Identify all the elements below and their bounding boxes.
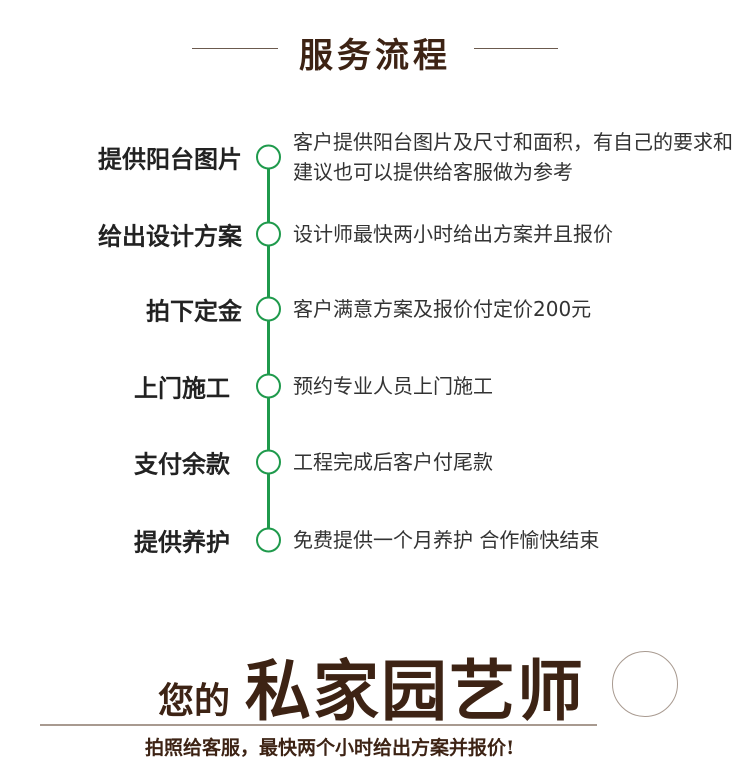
step-description: 客户提供阳台图片及尺寸和面积，有自己的要求和建议也可以提供给客服做为参考	[293, 130, 733, 184]
step-description: 客户满意方案及报价付定价200元	[293, 297, 592, 321]
step-description: 设计师最快两小时给出方案并且报价	[293, 222, 613, 246]
step-description: 免费提供一个月养护 合作愉快结束	[293, 528, 600, 552]
footer-divider	[40, 724, 597, 726]
step-circle-icon	[256, 527, 281, 553]
page-title: 服务流程	[299, 36, 451, 76]
step-circle-icon	[256, 296, 281, 322]
step-circle-icon	[256, 221, 281, 247]
step-description: 工程完成后客户付尾款	[293, 450, 493, 474]
step-circle-icon	[256, 373, 281, 399]
footer-subtitle: 拍照给客服，最快两个小时给出方案并报价!	[145, 737, 515, 759]
title-divider-left	[192, 48, 278, 49]
step-label: 提供阳台图片	[98, 145, 242, 174]
title-divider-right	[474, 48, 558, 49]
step-label: 支付余款	[134, 450, 230, 479]
footer-headline: 私家园艺师	[245, 652, 585, 730]
step-circle-icon	[256, 449, 281, 475]
footer-prefix: 您的	[158, 680, 231, 722]
step-label: 给出设计方案	[98, 222, 242, 251]
decorative-circle-icon	[612, 651, 678, 717]
timeline-line	[267, 157, 270, 540]
step-label: 提供养护	[134, 528, 230, 557]
step-label: 上门施工	[134, 374, 230, 403]
step-description: 预约专业人员上门施工	[293, 374, 493, 398]
step-circle-icon	[256, 144, 281, 170]
step-label: 拍下定金	[146, 297, 242, 326]
